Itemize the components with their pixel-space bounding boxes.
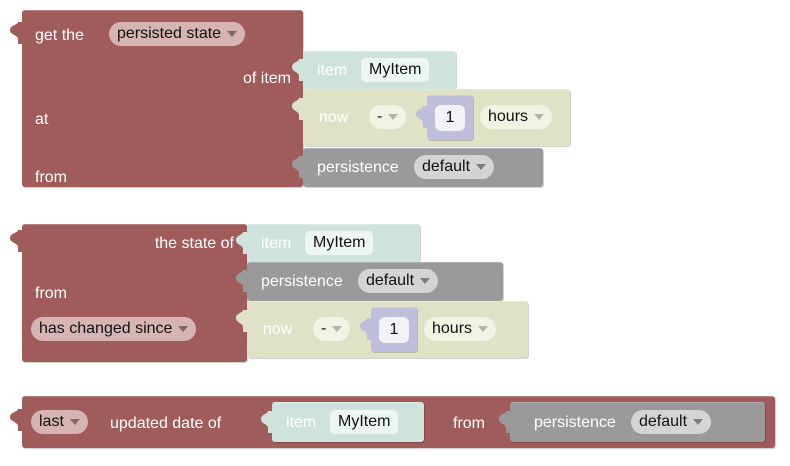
persistence-service-value: default bbox=[366, 272, 415, 289]
datetime-offset-block[interactable]: now - 1 hours bbox=[236, 301, 528, 358]
last-first-value: last bbox=[39, 413, 64, 430]
item-name-field[interactable]: MyItem bbox=[305, 231, 374, 255]
persistence-service-dropdown[interactable]: default bbox=[631, 410, 712, 434]
row-from-label: from bbox=[35, 285, 67, 302]
input-notch-icon bbox=[416, 106, 428, 128]
persistence-block-label: persistence bbox=[261, 273, 343, 290]
get-persisted-state-block[interactable]: get the persisted state of item at from bbox=[10, 10, 303, 187]
output-plug-icon bbox=[10, 409, 23, 431]
chevron-down-icon bbox=[420, 278, 431, 284]
row-at-label: at bbox=[35, 111, 49, 128]
change-condition-dropdown[interactable]: has changed since bbox=[31, 317, 197, 341]
persistence-service-value: default bbox=[422, 158, 471, 175]
state-type-dropdown[interactable]: persisted state bbox=[109, 22, 246, 46]
chevron-down-icon bbox=[178, 326, 189, 332]
item-name-value: MyItem bbox=[369, 61, 422, 78]
row-updated-date-of-label: updated date of bbox=[110, 415, 222, 432]
offset-operator-value: - bbox=[377, 108, 383, 125]
item-name-value: MyItem bbox=[338, 413, 391, 430]
item-name-field[interactable]: MyItem bbox=[361, 58, 430, 82]
datetime-now-label: now bbox=[263, 321, 293, 338]
persistence-block-label: persistence bbox=[534, 414, 616, 431]
persistence-service-dropdown[interactable]: default bbox=[414, 155, 495, 179]
item-block[interactable]: item MyItem bbox=[261, 402, 424, 442]
item-block-label: item bbox=[261, 235, 292, 252]
item-name-value: MyItem bbox=[313, 234, 366, 251]
row-from-label: from bbox=[453, 415, 485, 432]
offset-amount-field[interactable]: 1 bbox=[379, 317, 409, 343]
chevron-down-icon bbox=[693, 419, 704, 425]
persistence-block-label: persistence bbox=[317, 159, 399, 176]
persistence-service-block[interactable]: persistence default bbox=[236, 262, 503, 301]
persistence-service-block[interactable]: persistence default bbox=[499, 402, 765, 442]
offset-amount-value: 1 bbox=[389, 321, 399, 338]
offset-operator-dropdown[interactable]: - bbox=[369, 105, 407, 129]
offset-amount-value: 1 bbox=[445, 109, 455, 126]
persistence-service-value: default bbox=[639, 413, 688, 430]
datetime-now-label: now bbox=[319, 109, 349, 126]
row-the-state-of-label: the state of bbox=[154, 235, 234, 252]
output-plug-icon bbox=[10, 230, 23, 252]
row-from-label: from bbox=[35, 169, 67, 186]
item-block-label: item bbox=[286, 414, 317, 431]
datetime-offset-block[interactable]: now - 1 hours bbox=[292, 89, 570, 146]
chevron-down-icon bbox=[478, 326, 489, 332]
item-name-field[interactable]: MyItem bbox=[330, 410, 399, 434]
offset-unit-dropdown[interactable]: hours bbox=[424, 317, 497, 341]
output-plug-icon bbox=[10, 22, 23, 44]
row-of-item-label: of item bbox=[242, 70, 291, 87]
offset-operator-dropdown[interactable]: - bbox=[313, 317, 351, 341]
offset-unit-value: hours bbox=[488, 108, 529, 125]
offset-operator-value: - bbox=[321, 320, 327, 337]
state-changed-block[interactable]: the state of from has changed since bbox=[10, 224, 247, 362]
chevron-down-icon bbox=[332, 326, 343, 332]
math-number-block[interactable]: 1 bbox=[360, 307, 417, 352]
offset-amount-field[interactable]: 1 bbox=[435, 105, 465, 131]
state-type-dropdown-value: persisted state bbox=[117, 25, 222, 42]
last-first-dropdown[interactable]: last bbox=[31, 410, 88, 434]
chevron-down-icon bbox=[69, 419, 80, 425]
chevron-down-icon bbox=[227, 31, 238, 37]
persistence-service-dropdown[interactable]: default bbox=[358, 269, 439, 293]
chevron-down-icon bbox=[534, 114, 545, 120]
persistence-service-block[interactable]: persistence default bbox=[292, 148, 543, 187]
item-block-label: item bbox=[317, 62, 348, 79]
chevron-down-icon bbox=[476, 164, 487, 170]
row-get-the-label: get the bbox=[35, 27, 84, 44]
chevron-down-icon bbox=[388, 114, 399, 120]
offset-unit-dropdown[interactable]: hours bbox=[480, 105, 553, 129]
item-block[interactable]: item MyItem bbox=[292, 51, 456, 89]
offset-unit-value: hours bbox=[432, 320, 473, 337]
input-notch-icon bbox=[360, 318, 372, 340]
item-block[interactable]: item MyItem bbox=[236, 224, 420, 262]
math-number-block[interactable]: 1 bbox=[416, 95, 473, 140]
change-condition-value: has changed since bbox=[39, 320, 173, 337]
